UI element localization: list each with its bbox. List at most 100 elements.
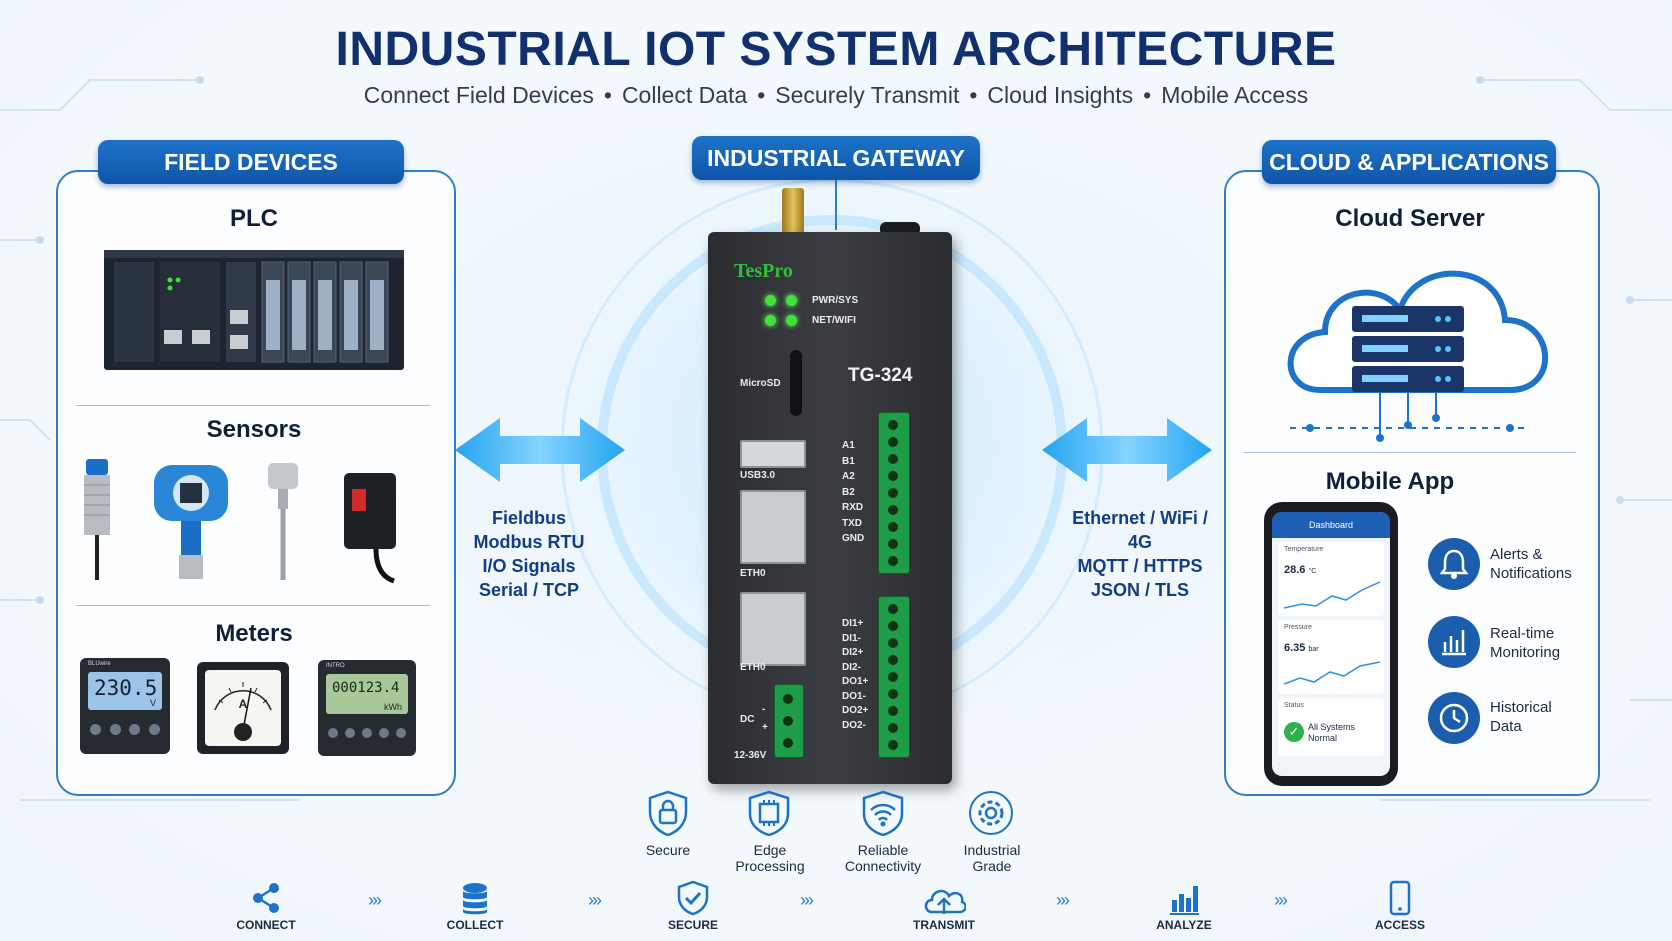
flow-step-collect: COLLECT (446, 918, 504, 932)
subtitle-item: Cloud Insights (987, 82, 1134, 108)
terminal-pin (888, 706, 898, 716)
status-led (786, 295, 797, 306)
terminal-pin (888, 621, 898, 631)
dc-minus: - (762, 704, 766, 715)
meter-buttons (328, 728, 406, 738)
voltage-label: 12-36V (734, 750, 767, 761)
usb-label: USB3.0 (740, 470, 776, 481)
antenna-connector (782, 188, 804, 234)
terminal-pin (783, 694, 793, 704)
mobile-app-title: Mobile App (1325, 468, 1455, 495)
terminal-pin (888, 723, 898, 733)
flow-step-secure: SECURE (667, 918, 718, 932)
flow-step-analyze: ANALYZE (1156, 918, 1212, 932)
smartphone-icon (1389, 880, 1411, 916)
ethernet-port (740, 592, 806, 666)
bar-chart-icon (1428, 616, 1480, 668)
protocol-label: MQTT / HTTPS (1077, 556, 1203, 576)
dc-label: DC (740, 714, 755, 725)
check-icon: ✓ (1284, 722, 1304, 742)
meter-brand: INTRO (326, 663, 345, 669)
meter-brand: BLUwire (88, 661, 111, 667)
protocol-label: JSON / TLS (1090, 580, 1189, 600)
terminal-pin (888, 454, 898, 464)
right-protocol-list: Ethernet / WiFi / 4G MQTT / HTTPS JSON /… (1060, 506, 1220, 602)
terminal-pin (888, 437, 898, 447)
feature-label: Secure (645, 842, 691, 858)
voltmeter-unit: V (149, 698, 156, 708)
rs-pin-labels: A1 B1 A2 B2 RXD TXD GND (842, 440, 865, 544)
app-feature-label: Alerts &Notifications (1490, 546, 1572, 582)
terminal-pin (783, 716, 793, 726)
terminal-pin (888, 672, 898, 682)
terminal-pin (888, 522, 898, 532)
pressure-value: 6.35 bar (1284, 642, 1319, 654)
ammeter-dial (214, 682, 272, 741)
field-devices-header: FIELD DEVICES (98, 140, 404, 184)
flow-arrow: ››› (588, 890, 602, 910)
page-title: INDUSTRIAL IOT SYSTEM ARCHITECTURE (335, 23, 1337, 76)
protocol-label: Ethernet / WiFi / 4G (1072, 508, 1208, 552)
pressure-sparkline (1284, 661, 1381, 685)
clock-icon (1428, 692, 1480, 744)
led-label: PWR/SYS (812, 295, 859, 306)
divider (76, 405, 430, 406)
cloud-upload-icon (924, 889, 966, 914)
cloud-server-title: Cloud Server (1335, 205, 1485, 232)
energy-meter-unit: kWh (384, 702, 402, 712)
microsd-slot (790, 350, 802, 416)
io-pin-labels: DI1+ DI1- DI2+ DI2- DO1+ DO1- DO2+ DO2- (842, 618, 869, 731)
subtitle-item: Mobile Access (1161, 82, 1309, 108)
flow-arrow: ››› (800, 890, 814, 910)
right-bidirectional-arrow (1042, 418, 1212, 482)
analog-ammeter: A (197, 662, 289, 754)
flow-arrow: ››› (1274, 890, 1288, 910)
cloud-server-image (1287, 270, 1548, 442)
subtitle-item: Collect Data (621, 82, 748, 108)
protocol-label: Modbus RTU (473, 532, 585, 552)
plc-title: PLC (230, 205, 278, 232)
ammeter-symbol: A (238, 697, 248, 711)
cloud-header: CLOUD & APPLICATIONS (1262, 140, 1556, 184)
terminal-pin (783, 738, 793, 748)
gateway-brand: TesPro (734, 260, 793, 282)
status-led (765, 295, 776, 306)
gear-icon (969, 791, 1013, 835)
divider (1244, 452, 1576, 453)
database-icon (463, 883, 487, 915)
pressure-card: Pressure 6.35 bar (1278, 620, 1384, 694)
ethernet-port (740, 490, 806, 564)
lock-icon (648, 790, 688, 836)
led-label: NET/WIFI (812, 315, 856, 326)
terminal-pin (888, 488, 898, 498)
terminal-pin (888, 556, 898, 566)
terminal-pin (888, 471, 898, 481)
flow-arrow: ››› (1056, 890, 1070, 910)
microsd-label: MicroSD (740, 378, 781, 389)
chip-icon (748, 790, 790, 836)
left-bidirectional-arrow (455, 418, 625, 482)
status-led (765, 315, 776, 326)
voltmeter: BLUwire 230.5 V (80, 658, 170, 754)
divider (76, 605, 430, 606)
bell-icon (1428, 538, 1480, 590)
left-protocol-list: Fieldbus Modbus RTU I/O Signals Serial /… (460, 506, 598, 602)
shield-check-icon (677, 880, 709, 916)
sensors-title: Sensors (206, 416, 302, 443)
share-nodes-icon (253, 883, 279, 913)
status-led (786, 315, 797, 326)
protocol-label: Serial / TCP (478, 580, 580, 600)
temperature-card: Temperature 28.6 °C (1278, 542, 1384, 616)
flow-arrow: ››› (368, 890, 382, 910)
page-subtitle: Connect Field Devices•Collect Data•Secur… (363, 82, 1309, 108)
terminal-pin (888, 539, 898, 549)
energy-meter-display: 000123.4 kWh (326, 674, 408, 714)
terminal-pin (888, 655, 898, 665)
energy-meter-reading: 000123.4 (332, 680, 400, 696)
